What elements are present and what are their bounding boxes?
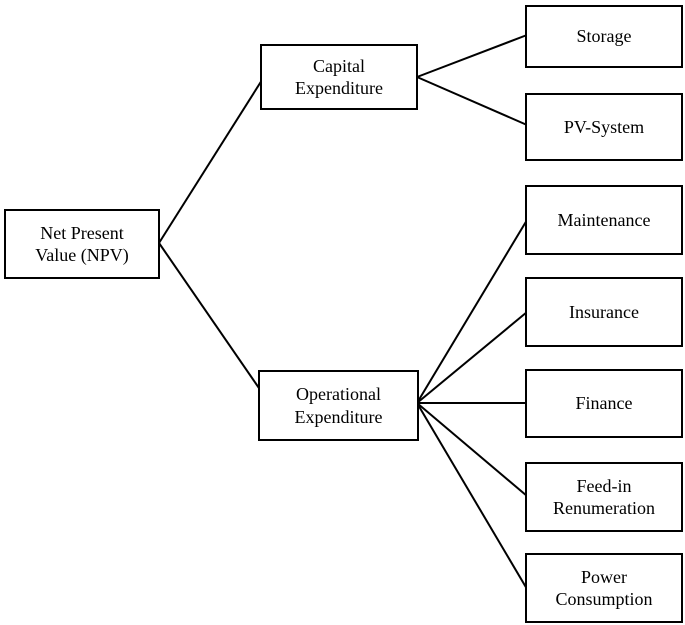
edge-capex-storage (416, 34, 528, 78)
node-label-line: Power (581, 566, 627, 587)
node-label-line: Feed-in (576, 475, 632, 496)
node-label-line: Insurance (569, 301, 639, 322)
node-maintenance: Maintenance (525, 185, 683, 255)
node-pv-system: PV-System (525, 93, 683, 161)
edge-opex-feed-in (416, 402, 528, 497)
node-storage: Storage (525, 5, 683, 68)
edge-opex-power (416, 402, 528, 590)
node-label-line: Value (NPV) (35, 245, 129, 265)
node-label-line: PV-System (563, 116, 645, 137)
node-label-line: Operational (296, 384, 381, 404)
node-label-line: Renumeration (553, 498, 655, 518)
node-label-line: Finance (575, 393, 633, 414)
node-label-line: Expenditure (295, 78, 383, 98)
edge-opex-maintenance (416, 219, 528, 404)
node-capital-expenditure: Capital Expenditure (260, 44, 418, 110)
edge-npv-opex (158, 242, 262, 392)
edge-opex-insurance (416, 311, 528, 404)
node-label-line: Maintenance (557, 209, 651, 230)
node-net-present-value: Net Present Value (NPV) (4, 209, 160, 279)
node-label-line: Storage (576, 26, 632, 47)
edge-npv-capex (158, 79, 263, 244)
node-label-line: Consumption (555, 589, 653, 609)
node-label-line: Capital (313, 55, 365, 76)
node-finance: Finance (525, 369, 683, 438)
node-insurance: Insurance (525, 277, 683, 347)
edge-capex-pv-system (416, 76, 528, 126)
node-operational-expenditure: Operational Expenditure (258, 370, 419, 441)
node-feed-in-renumeration: Feed-in Renumeration (525, 462, 683, 532)
node-power-consumption: Power Consumption (525, 553, 683, 623)
node-label-line: Net Present (40, 222, 124, 243)
node-label-line: Expenditure (294, 406, 383, 427)
